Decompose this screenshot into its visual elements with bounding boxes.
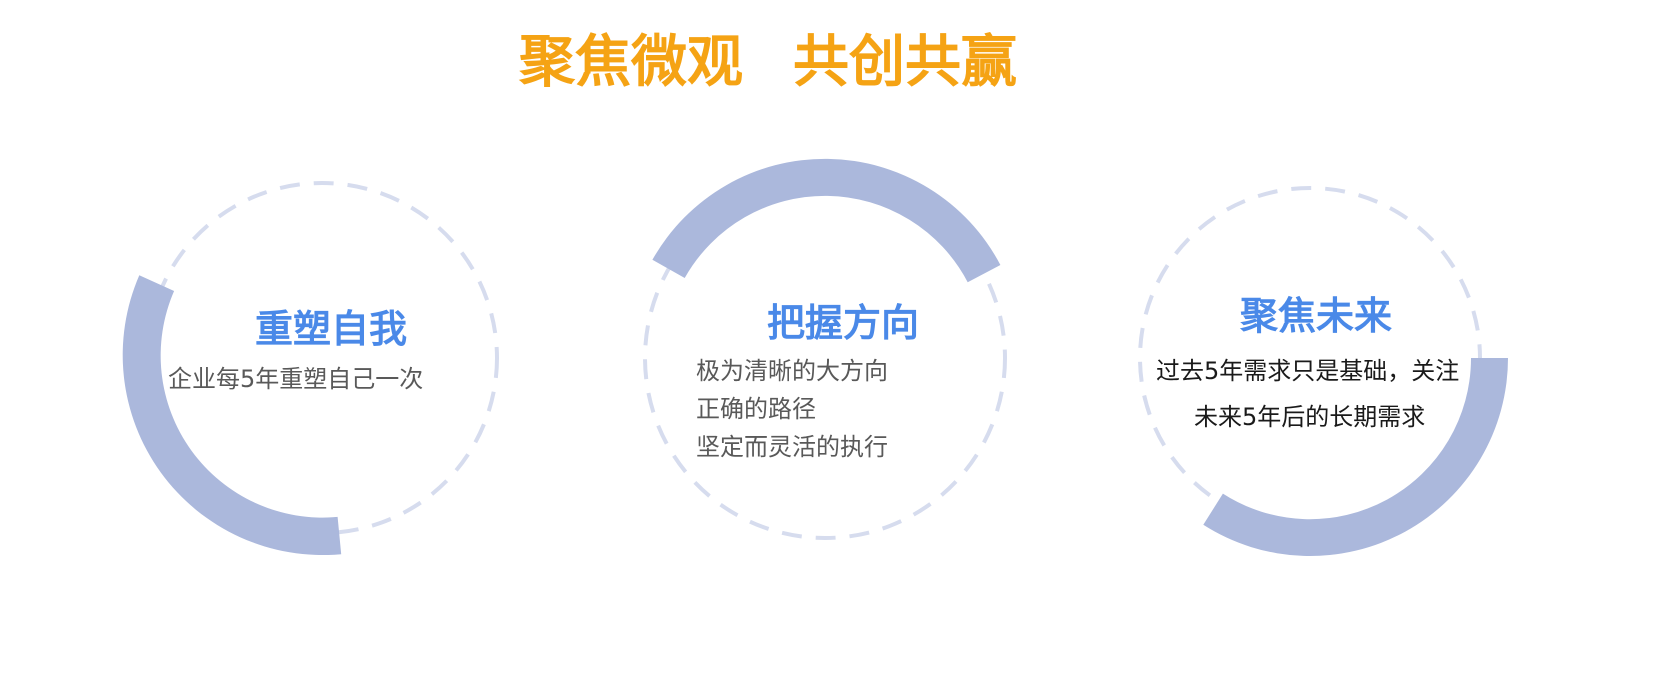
card-2-line-3: 坚定而灵活的执行 xyxy=(696,433,888,461)
ring-1-arc xyxy=(122,275,342,556)
ring-3-arc xyxy=(1203,358,1508,557)
card-3-line-1: 过去5年需求只是基础，关注 xyxy=(1156,357,1460,385)
ring-3 xyxy=(1138,186,1508,557)
card-1-line-1: 企业每5年重塑自己一次 xyxy=(168,365,424,393)
ring-2-arc xyxy=(652,158,1001,283)
card-2-line-1: 极为清晰的大方向 xyxy=(696,357,888,385)
ring-2-dashed-circle xyxy=(643,176,1007,540)
page-title-part-2: 共创共赢 xyxy=(793,30,1017,95)
page-title: 聚焦微观共创共赢 xyxy=(0,28,1536,98)
ring-2 xyxy=(643,158,1007,540)
ring-1 xyxy=(122,181,499,556)
page-title-part-1: 聚焦微观 xyxy=(519,30,743,95)
card-3-title: 聚焦未来 xyxy=(1240,294,1393,338)
card-1-title: 重塑自我 xyxy=(255,307,408,351)
card-2-line-2: 正确的路径 xyxy=(696,395,816,423)
card-2-title: 把握方向 xyxy=(767,301,920,345)
card-3-line-2: 未来5年后的长期需求 xyxy=(1194,403,1426,431)
